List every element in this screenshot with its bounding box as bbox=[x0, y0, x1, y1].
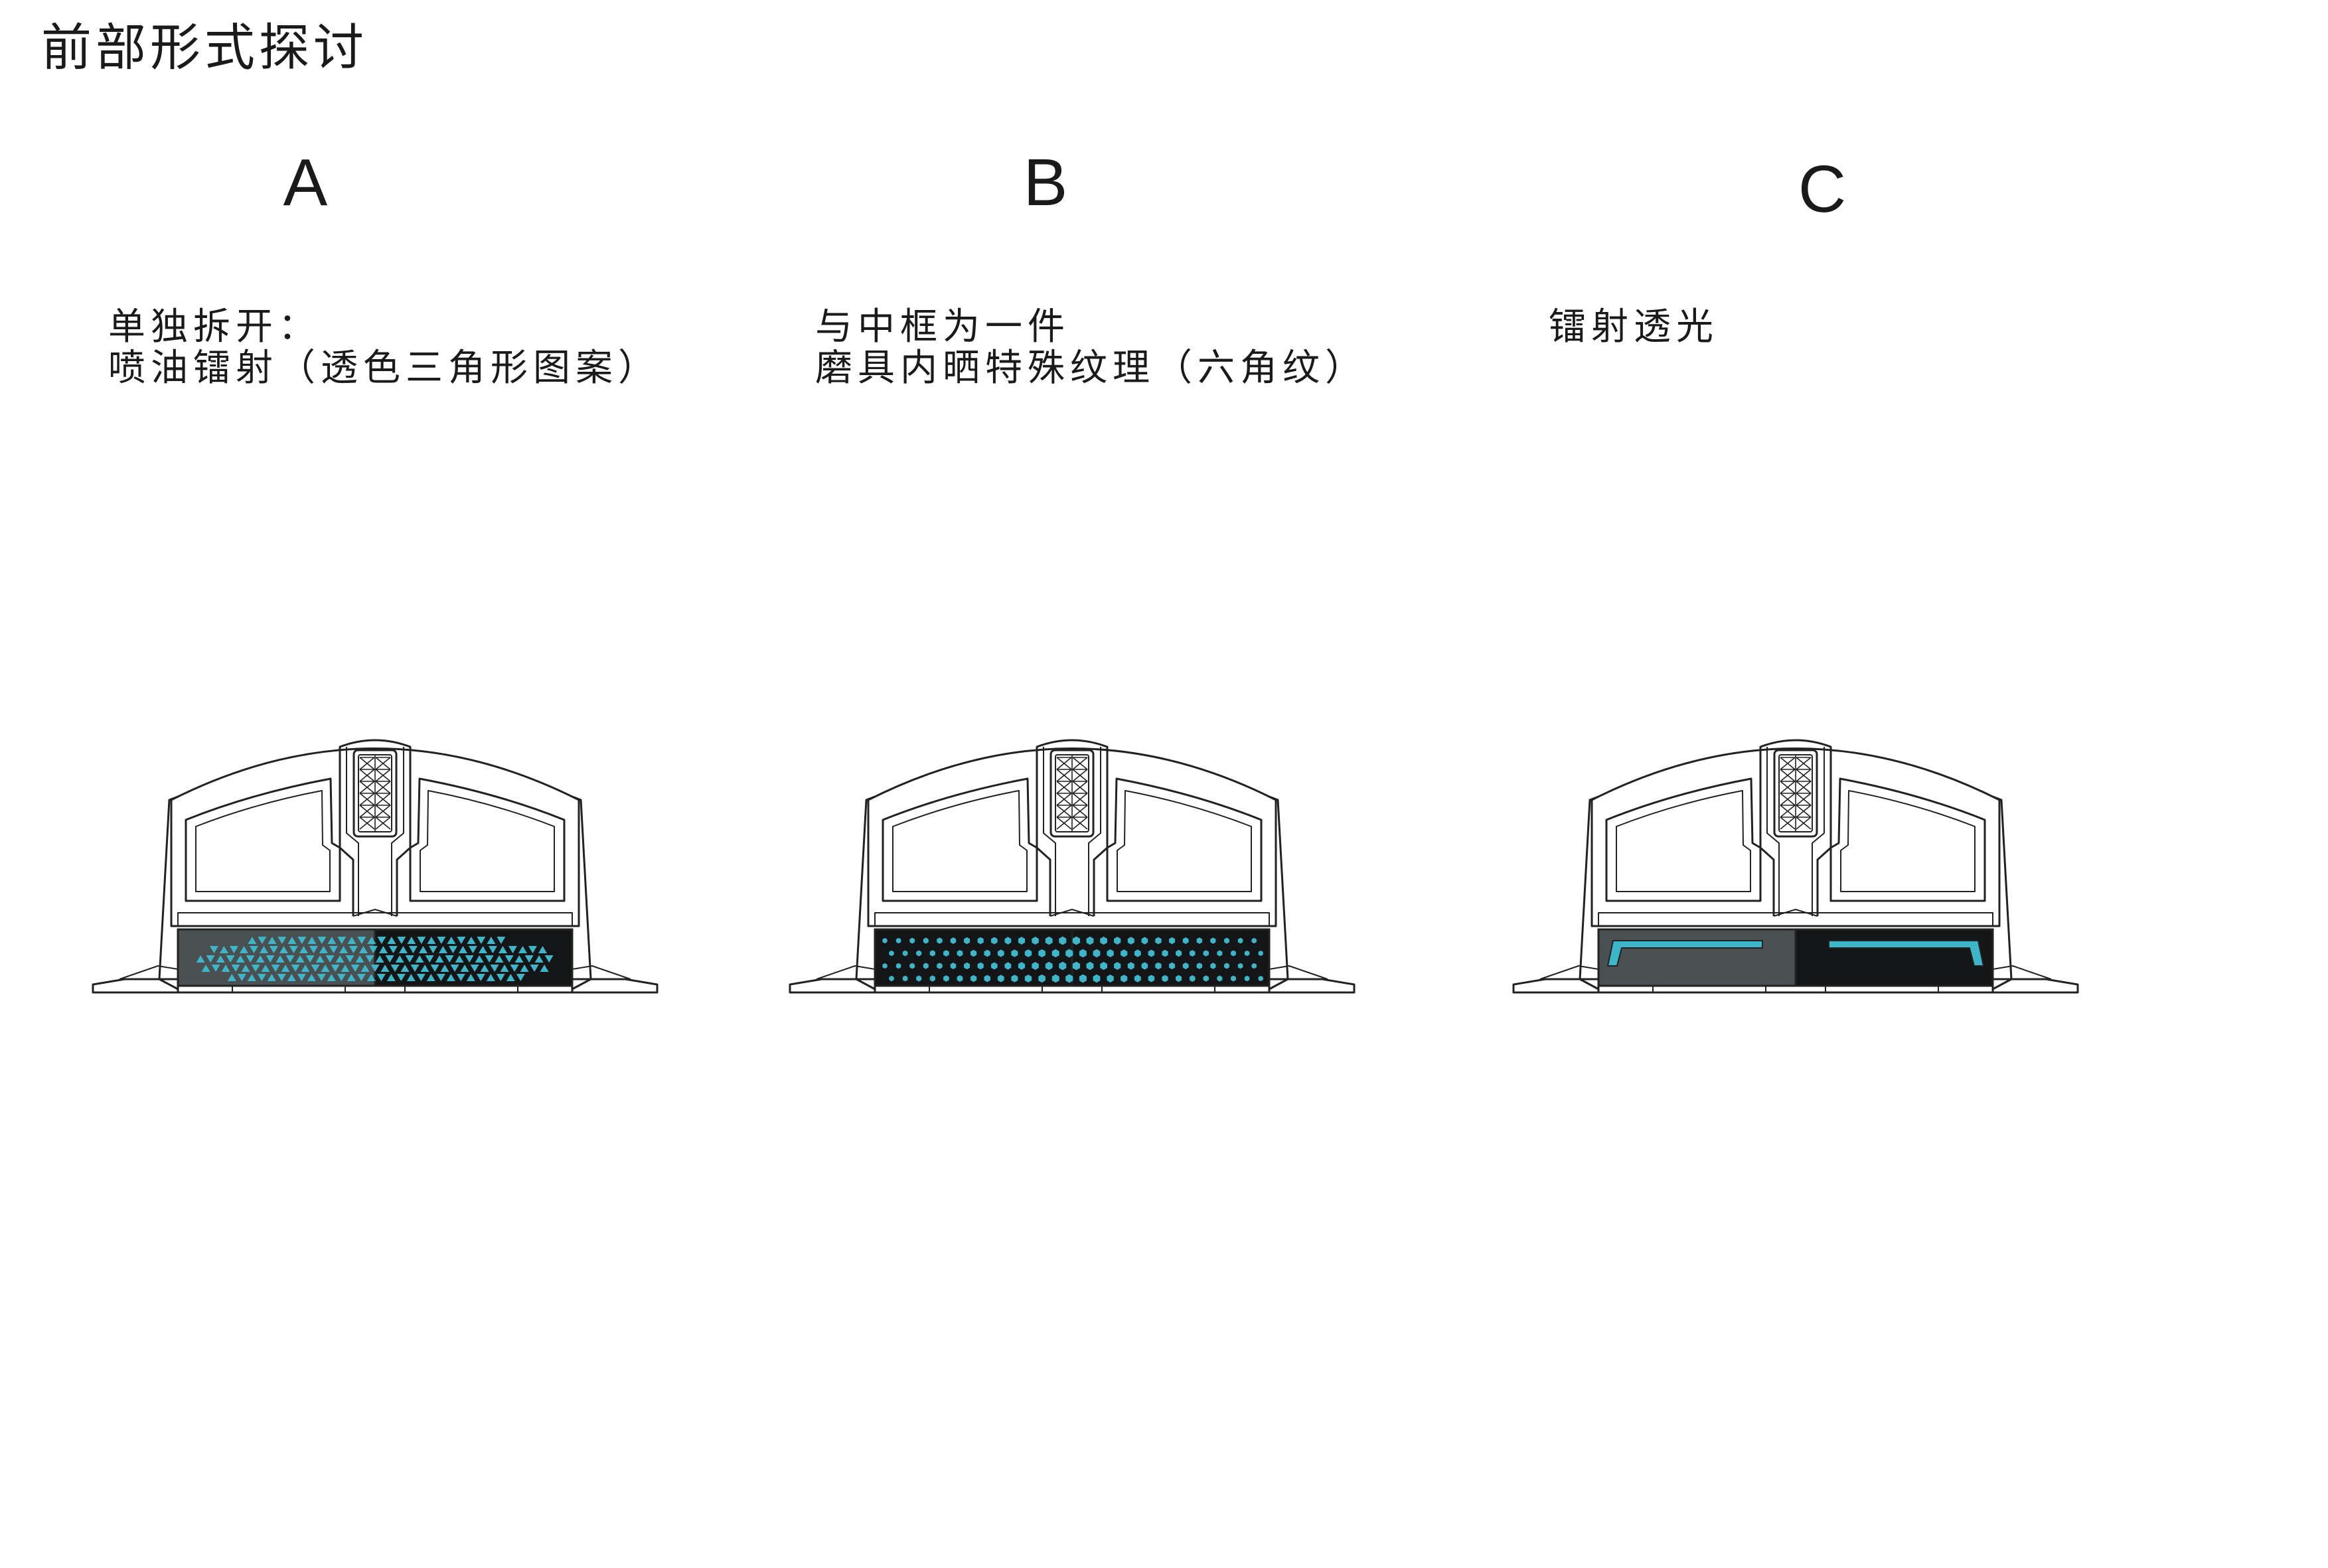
page-title: 前部形式探讨 bbox=[41, 18, 368, 77]
option-b-description: 与中框为一件 磨具内晒特殊纹理（六角纹） bbox=[815, 307, 1367, 389]
option-a-letter: A bbox=[283, 145, 328, 220]
option-a-desc-line1: 单独拆开： bbox=[108, 305, 321, 349]
option-b-device-front-band-pattern bbox=[882, 936, 1263, 983]
option-c-letter: C bbox=[1798, 152, 1847, 226]
option-c-device-front-band-pattern bbox=[1606, 940, 1985, 967]
option-a-device-front-drawing bbox=[92, 739, 659, 994]
option-b-desc-line1: 与中框为一件 bbox=[815, 305, 1070, 349]
option-b-device-front bbox=[789, 727, 1356, 1012]
option-a-device-front-band-pattern bbox=[196, 937, 554, 981]
option-b-desc-line2: 磨具内晒特殊纹理（六角纹） bbox=[815, 347, 1367, 390]
option-c-description: 镭射透光 bbox=[1549, 307, 1719, 348]
option-a-desc-line2: 喷油镭射（透色三角形图案） bbox=[108, 347, 660, 390]
option-b-letter: B bbox=[1023, 145, 1068, 220]
option-c-device-front bbox=[1512, 727, 2079, 1012]
option-a-description: 单独拆开： 喷油镭射（透色三角形图案） bbox=[108, 307, 660, 389]
option-c-desc-line1: 镭射透光 bbox=[1549, 305, 1719, 349]
option-c-device-front-drawing bbox=[1512, 739, 2079, 994]
option-b-device-front-drawing bbox=[789, 739, 1356, 994]
option-a-device-front bbox=[92, 727, 659, 1012]
